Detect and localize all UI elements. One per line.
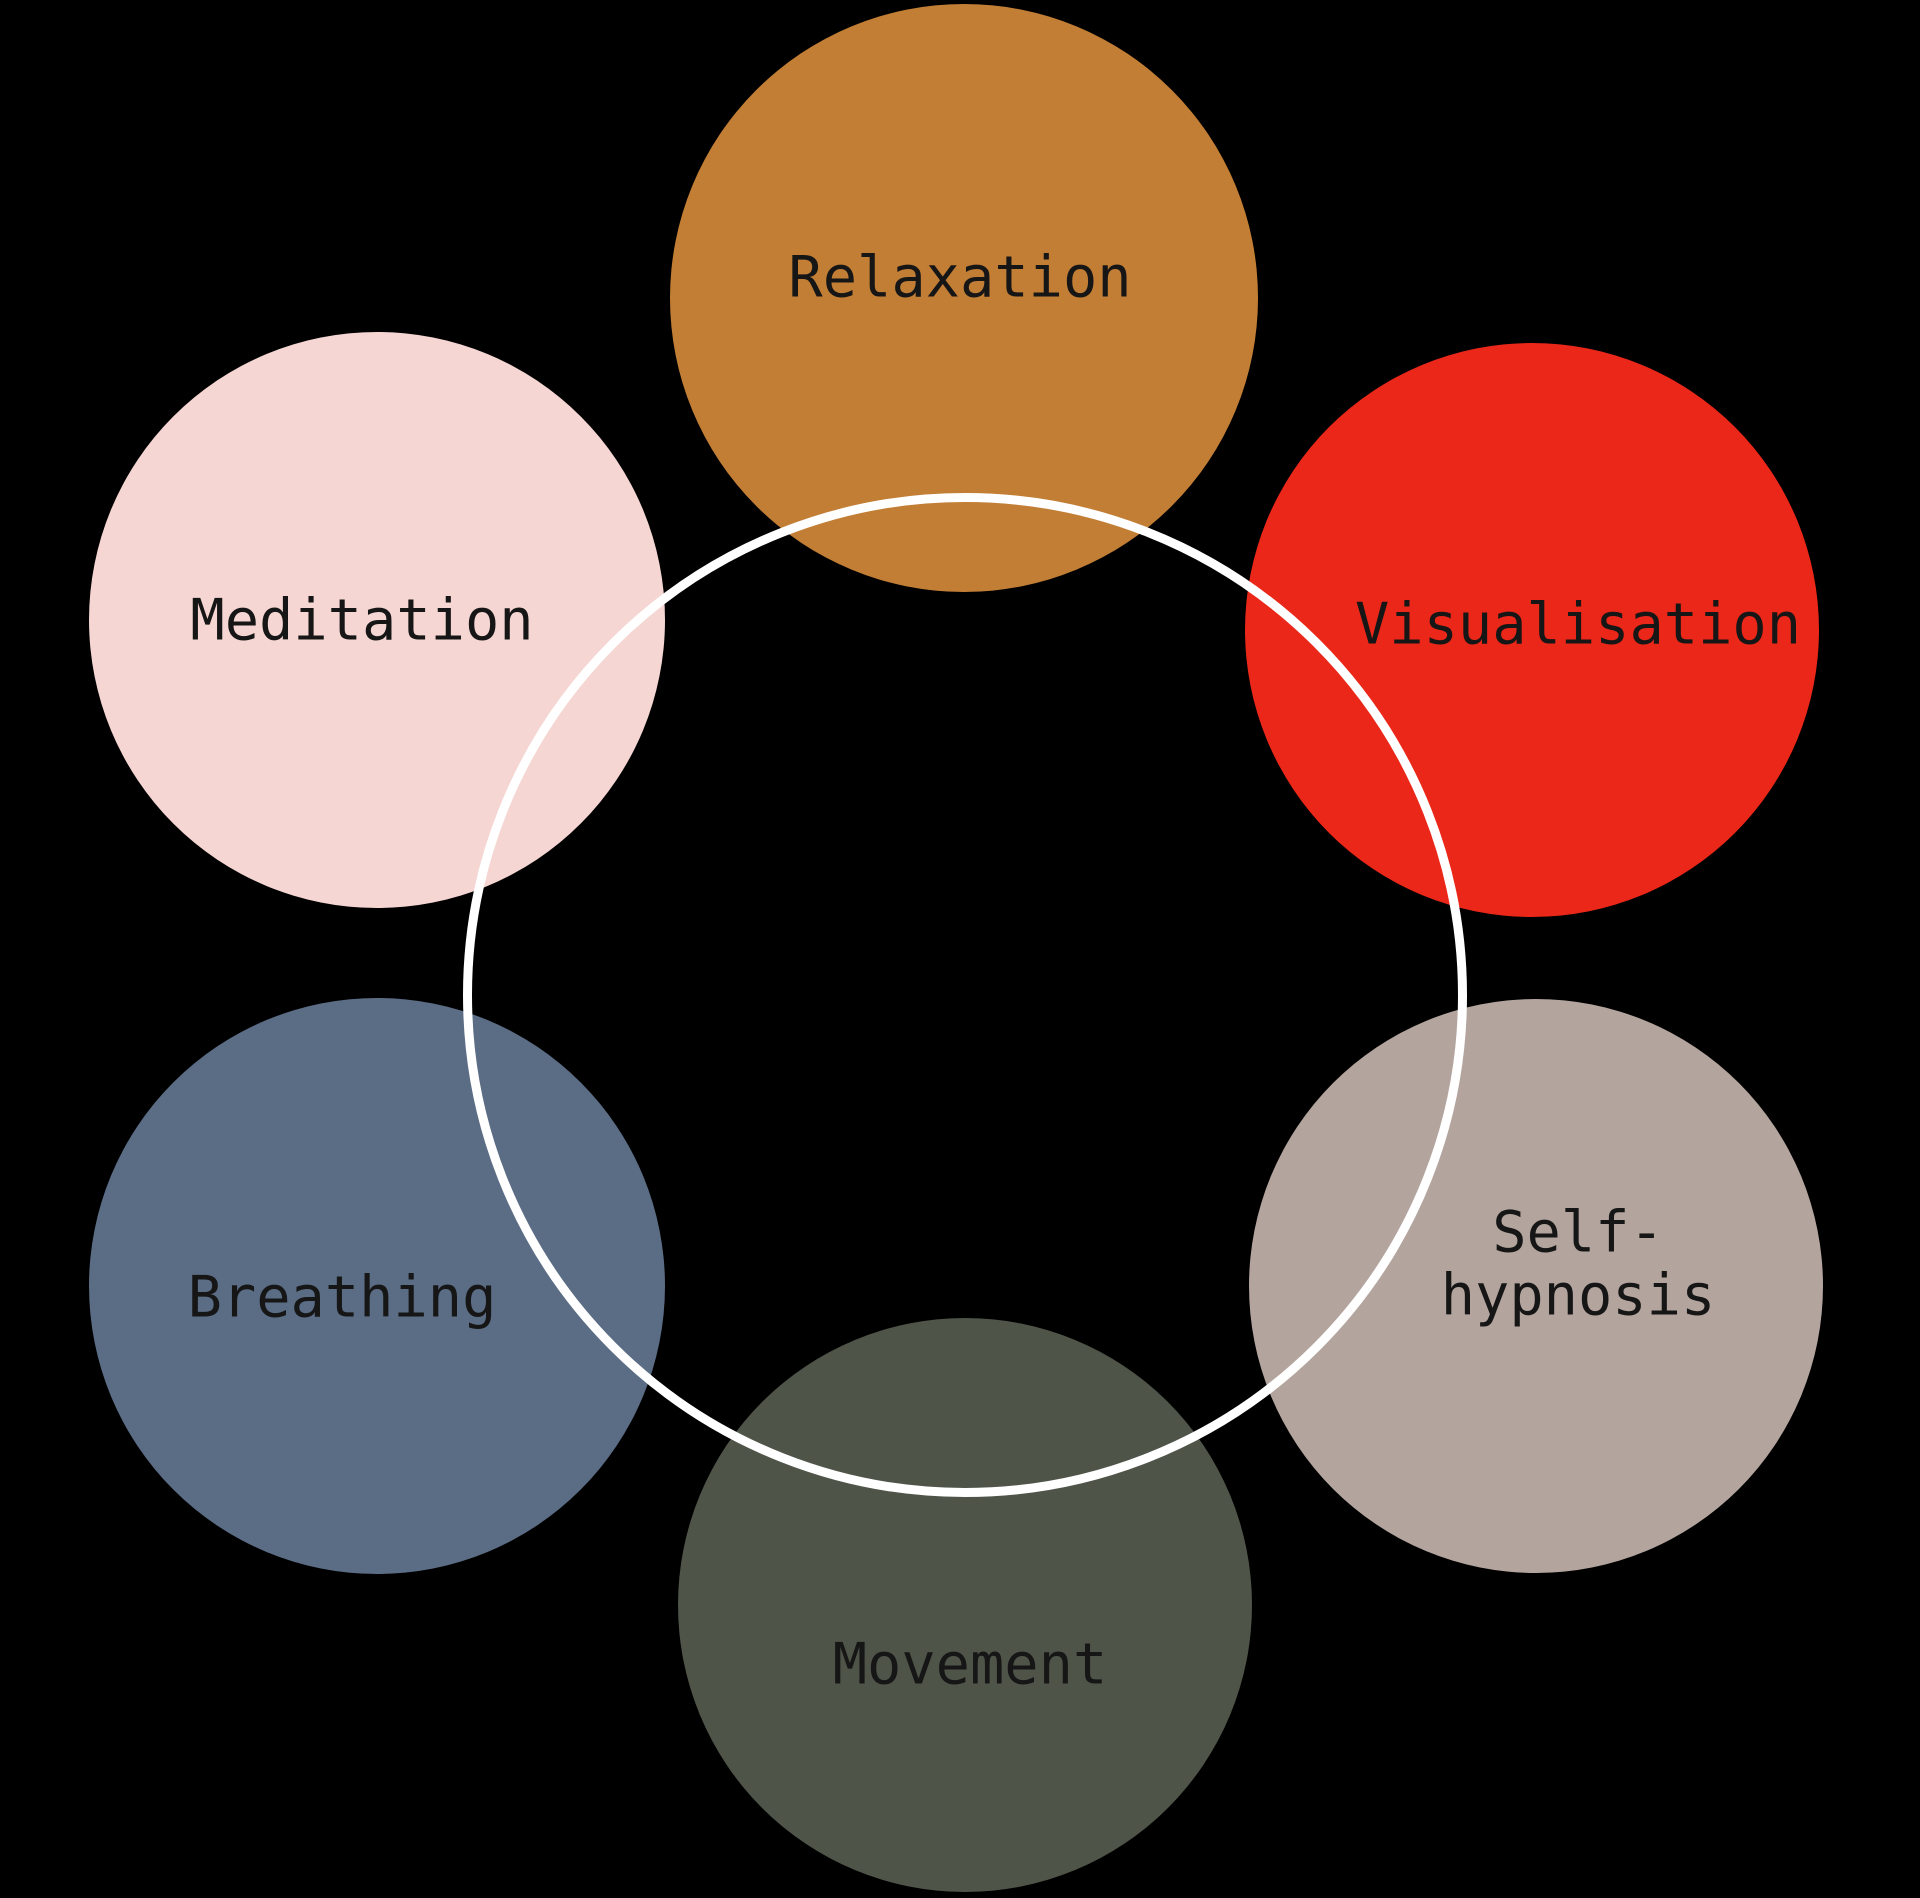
- node-label-relaxation: Relaxation: [788, 244, 1132, 311]
- node-label-meditation: Meditation: [190, 587, 534, 654]
- center-ring: [463, 493, 1467, 1497]
- node-label-visualisation: Visualisation: [1354, 591, 1802, 658]
- node-label-movement: Movement: [832, 1631, 1108, 1698]
- node-label-breathing: Breathing: [187, 1264, 497, 1331]
- node-label-self-hypnosis: Self- hypnosis: [1440, 1199, 1716, 1328]
